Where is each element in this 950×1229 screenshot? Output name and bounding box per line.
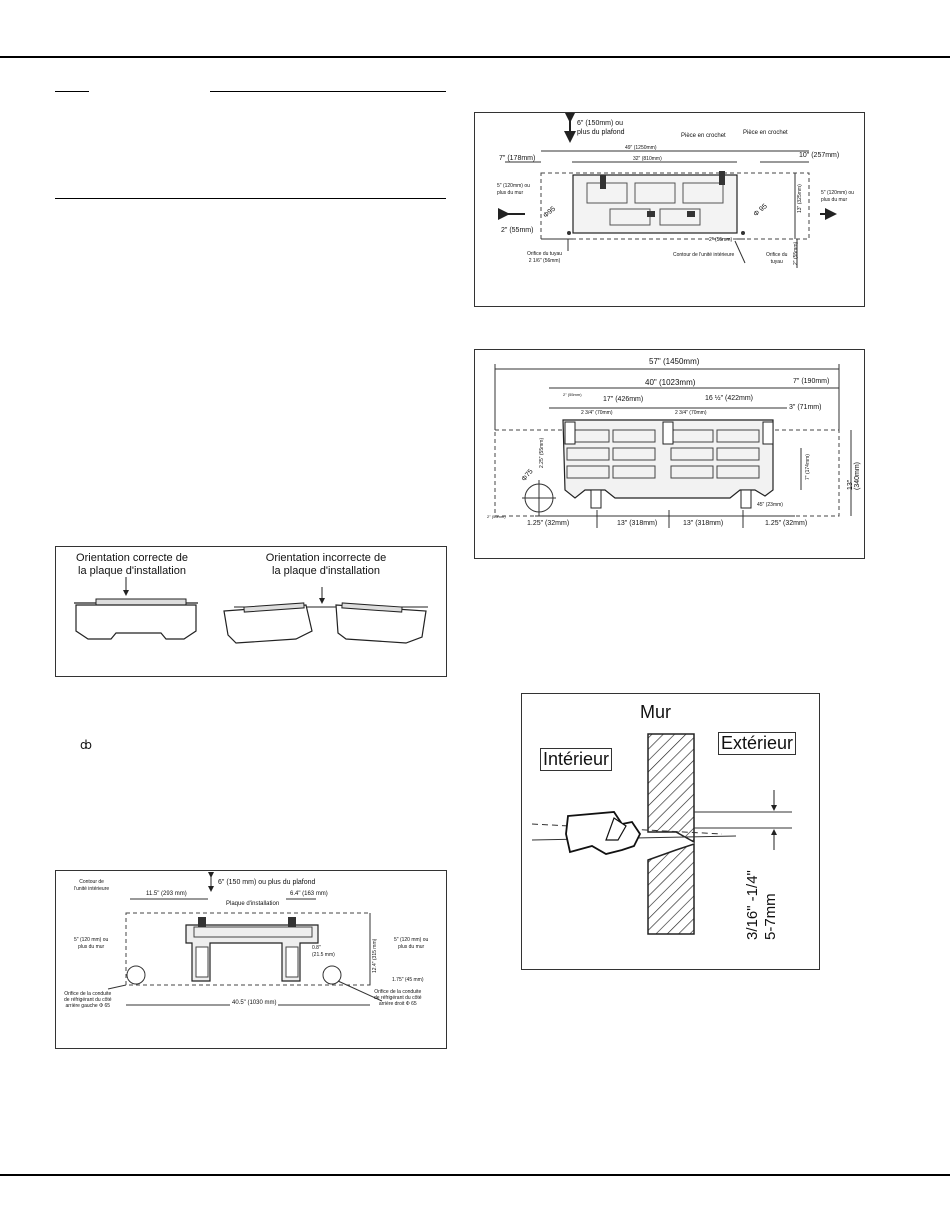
bottom-right-label-mid: 45" (23mm) bbox=[757, 502, 783, 508]
left-dim-label: 11.5" (293 mm) bbox=[146, 891, 187, 897]
plate-drawing-bottom bbox=[107, 872, 383, 1006]
symbol-glyph: ȸ bbox=[80, 738, 92, 752]
hook-label-1: Pièce en crochet bbox=[681, 133, 726, 139]
short-rule-1 bbox=[55, 91, 89, 92]
outline-label: Contour de l'unité intérieure bbox=[673, 252, 735, 258]
mid-label: 0.8"(21.5 mm) bbox=[312, 945, 335, 958]
plate-drawing-top bbox=[498, 113, 837, 268]
right-margin-label: 10" (257mm) bbox=[799, 152, 840, 159]
right-label: 7" (190mm) bbox=[793, 378, 830, 385]
wall-drawing bbox=[531, 733, 792, 935]
top-small-label: 2" (55mm) bbox=[563, 392, 582, 397]
mid-h-label: 7" (174mm) bbox=[805, 454, 811, 480]
orientation-drawing bbox=[74, 577, 428, 644]
figure-plate-bottom: 6" (150 mm) ou plus du plafond Contour d… bbox=[55, 870, 447, 1049]
ceiling-label-bottom: 6" (150 mm) ou plus du plafond bbox=[218, 879, 316, 886]
wall-title: Mur bbox=[640, 702, 671, 722]
figure-plate-dimensions-mid: 57" (1450mm) 40" (1023mm) 7" (190mm) 2" … bbox=[474, 349, 865, 559]
left-margin-label: 7" (178mm) bbox=[499, 155, 536, 162]
short-rule-2 bbox=[210, 91, 446, 92]
top-rule bbox=[0, 56, 950, 58]
width-label: 40.5" (1030 mm) bbox=[230, 1000, 279, 1006]
section-rule bbox=[55, 198, 446, 199]
height-label-mid: 13" (340mm) bbox=[847, 461, 861, 490]
inner-label: 40" (1023mm) bbox=[645, 378, 696, 387]
plate-drawing-mid bbox=[494, 364, 852, 528]
inner-width-label: 32" (810mm) bbox=[633, 156, 662, 162]
side-dim-label: 2" (55mm) bbox=[793, 241, 799, 265]
bottom-left-label: 2" (55mm) bbox=[501, 227, 534, 234]
hook-label-2: Pièce en crochet bbox=[743, 130, 788, 136]
left-inner-label: 2 3/4" (70mm) bbox=[581, 410, 613, 416]
figure-wall-hole: Mur Intérieur Extérieur 3/16" -1/4"5-7mm bbox=[521, 693, 820, 970]
bottom-right-label-bottom: 1.75" (45 mm) bbox=[392, 977, 424, 983]
b3-label: 13" (318mm) bbox=[683, 520, 724, 527]
bottom-right-label: 2" (55mm) bbox=[709, 237, 733, 243]
bottom-small-label: 2" (55mm) bbox=[487, 514, 506, 519]
inside-label: Intérieur bbox=[540, 748, 613, 771]
height-label-bottom: 12.4" (315 mm) bbox=[372, 938, 378, 973]
plate-label: Plaque d'installation bbox=[226, 901, 280, 907]
right-inner-label: 2 3/4" (70mm) bbox=[675, 410, 707, 416]
total-label: 57" (1450mm) bbox=[649, 357, 700, 366]
bottom-rule bbox=[0, 1174, 950, 1176]
slope-label: 3/16" -1/4"5-7mm bbox=[744, 870, 779, 940]
total-width-label: 49" (1250mm) bbox=[625, 145, 657, 151]
left-v-label: 2.25" (55mm) bbox=[539, 437, 545, 468]
b1-label: 1.25" (32mm) bbox=[527, 520, 570, 527]
right-dim-label: 6.4" (163 mm) bbox=[290, 891, 328, 897]
outside-label: Extérieur bbox=[718, 732, 797, 755]
b2-label: 13" (318mm) bbox=[617, 520, 658, 527]
left-span-label: 17" (426mm) bbox=[603, 396, 644, 403]
height-label: 13" (325mm) bbox=[797, 184, 803, 213]
hook-dim-label: 3" (71mm) bbox=[789, 404, 822, 411]
b4-label: 1.25" (32mm) bbox=[765, 520, 808, 527]
right-span-label: 16 ½" (422mm) bbox=[705, 395, 754, 402]
